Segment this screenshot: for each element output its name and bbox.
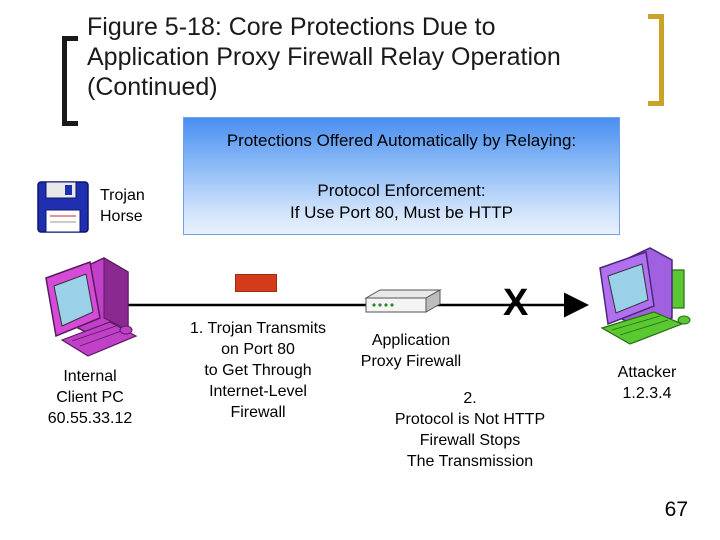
title-line-2: Application Proxy Firewall Relay Operati… [87, 43, 561, 71]
step2-line-1: 2. [463, 390, 477, 407]
step1-line-5: Firewall [230, 404, 286, 421]
client-label-line-1: Internal [63, 368, 117, 385]
client-pc-label: Internal Client PC 60.55.33.12 [30, 366, 150, 429]
protocol-enforcement-text: Protocol Enforcement: [317, 181, 486, 200]
trojan-label-line-1: Trojan [100, 187, 145, 204]
protections-header: Protections Offered Automatically by Rel… [226, 131, 577, 150]
slide-title: Figure 5-18: Core Protections Due to App… [87, 12, 647, 102]
step-1-description: 1. Trojan Transmits on Port 80 to Get Th… [176, 318, 340, 423]
client-ip-address: 60.55.33.12 [47, 410, 133, 427]
attacker-pc-icon [599, 247, 691, 345]
client-label-line-2: Client PC [56, 389, 124, 406]
step1-line-2: on Port 80 [221, 341, 295, 358]
attacker-label: Attacker 1.2.3.4 [592, 362, 702, 404]
step2-line-4: The Transmission [406, 453, 534, 470]
step2-line-2: Protocol is Not HTTP [394, 411, 546, 428]
firewall-device-icon [364, 289, 442, 313]
port-80-rule-text: If Use Port 80, Must be HTTP [290, 203, 513, 222]
step1-line-4: Internet-Level [209, 383, 307, 400]
firewall-label: Application Proxy Firewall [346, 330, 476, 372]
protections-box [183, 117, 620, 235]
blocked-x-mark: X [503, 282, 529, 324]
title-line-1: Figure 5-18: Core Protections Due to [87, 13, 496, 41]
page-number: 67 [664, 498, 688, 521]
step1-line-3: to Get Through [204, 362, 312, 379]
floppy-disk-icon [37, 181, 89, 233]
title-line-3: (Continued) [87, 73, 218, 101]
client-pc-icon [45, 257, 138, 357]
right-bracket-decoration [648, 14, 664, 106]
step-2-description: 2. Protocol is Not HTTP Firewall Stops T… [380, 388, 560, 472]
left-bracket-decoration [62, 36, 78, 126]
firewall-label-line-2: Proxy Firewall [360, 353, 462, 370]
attacker-label-line-1: Attacker [617, 364, 677, 381]
attacker-ip-address: 1.2.3.4 [622, 385, 672, 402]
trojan-packet [235, 274, 277, 292]
trojan-label-line-2: Horse [100, 208, 143, 225]
firewall-label-line-1: Application [371, 332, 451, 349]
trojan-horse-label: Trojan Horse [100, 185, 145, 227]
step2-line-3: Firewall Stops [419, 432, 521, 449]
step1-line-1: 1. Trojan Transmits [189, 320, 327, 337]
